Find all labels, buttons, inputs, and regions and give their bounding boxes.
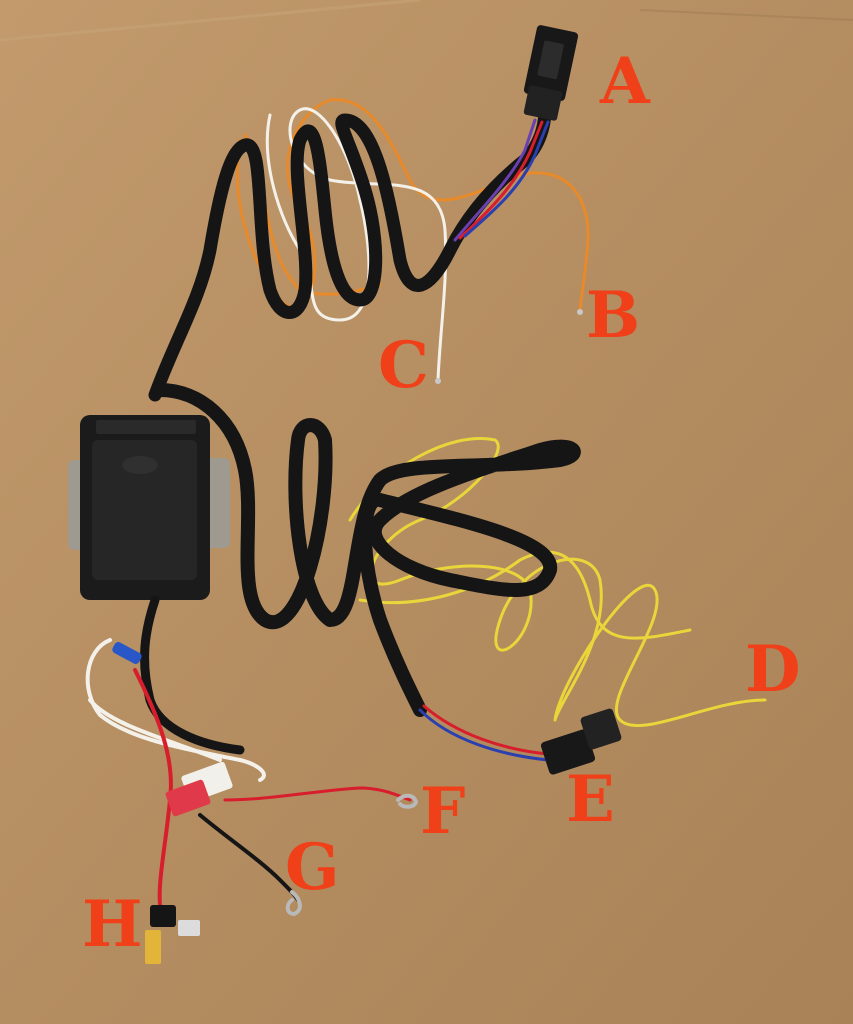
label-f: F [420, 774, 466, 849]
red-wire [223, 786, 412, 802]
blue-crimp-terminal [112, 642, 142, 664]
label-b: B [586, 278, 641, 353]
fork-terminal-f [396, 793, 419, 809]
connector-e [540, 708, 622, 775]
white-wire [85, 638, 266, 782]
label-g: G [285, 830, 340, 905]
yellow-wire [348, 437, 767, 727]
lower-harness [153, 383, 767, 762]
red-wire [458, 120, 544, 240]
yellow-wire [358, 550, 692, 640]
label-h: H [82, 887, 143, 962]
connector-a [523, 25, 579, 121]
inline-fuse-holder [165, 761, 233, 817]
white-wire [88, 698, 222, 762]
label-d: D [745, 632, 801, 707]
label-e: E [566, 762, 615, 837]
cardboard-crease [0, 0, 421, 42]
fork-terminal-g [285, 890, 302, 917]
cardboard-crease [639, 9, 853, 21]
black-sheath [148, 103, 552, 402]
fuse-tap-h [145, 905, 200, 964]
red-wire [422, 704, 550, 756]
upper-harness [148, 98, 590, 402]
label-c: C [378, 328, 429, 403]
black-sheath [153, 383, 581, 717]
wire-tip-c [435, 378, 441, 384]
label-a: A [600, 44, 650, 119]
wire-tip-b [577, 309, 583, 315]
control-module [68, 415, 230, 600]
blue-wire [463, 120, 550, 238]
purple-wire [453, 118, 537, 242]
blue-wire [418, 708, 550, 762]
